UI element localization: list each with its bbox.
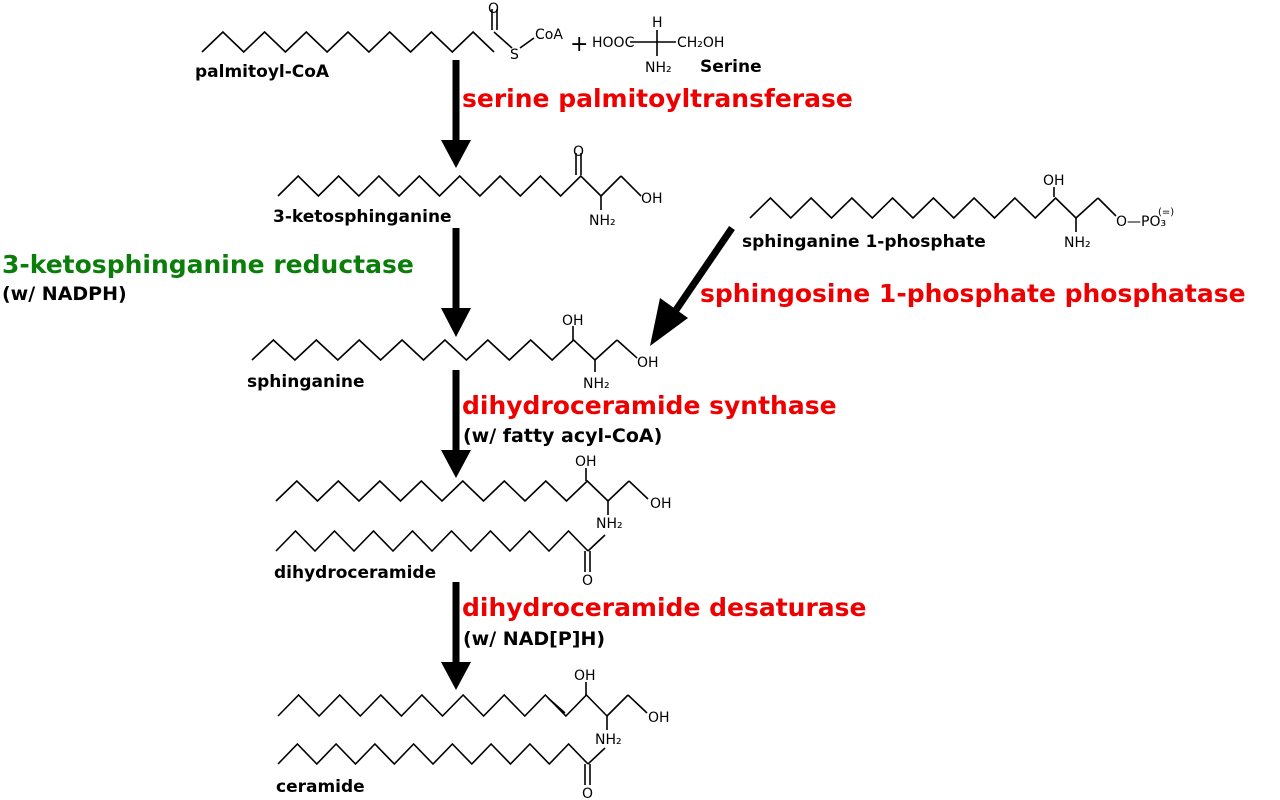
atom-oh-end: OH — [648, 710, 670, 726]
dhc-ch2-bond — [607, 480, 630, 502]
enzyme-3-ketosphinganine-reductase: 3-ketosphinganine reductase — [2, 250, 414, 279]
sphinganine-oh-end-bond — [616, 339, 638, 359]
molecule-name-ceramide: ceramide — [276, 777, 365, 797]
molecule-name-dihydroceramide: dihydroceramide — [274, 563, 436, 583]
molecule-palmitoyl-coa: O S CoA palmitoyl-CoA — [195, 1, 563, 82]
cofactor-nadph-desaturase: (w/ NAD[P]H) — [463, 628, 605, 650]
ceramide-trans-double-bond — [547, 697, 566, 714]
sphinganine-ch2-bond — [594, 339, 618, 361]
reaction-arrow-des — [441, 582, 471, 690]
reaction-arrow-ksr — [441, 228, 471, 337]
atom-hooc: HOOC — [592, 35, 635, 51]
molecule-dihydroceramide: OH OH NH₂ O dihydroceramide — [274, 454, 672, 589]
dhc-oh-end-bond — [628, 480, 649, 500]
molecule-name-3-ketosphinganine: 3-ketosphinganine — [273, 207, 452, 227]
atom-oh-end: OH — [650, 496, 672, 512]
palmitoyl-chain-bonds — [201, 30, 495, 54]
atom-oh-end: OH — [637, 355, 659, 371]
reaction-arrow-s1pp — [650, 226, 735, 346]
atom-oh-top: OH — [575, 454, 597, 470]
molecule-sphinganine: OH OH NH₂ sphinganine — [247, 313, 659, 392]
molecule-sphinganine-1-phosphate: OH NH₂ O—PO₃ (=) sphinganine 1-phosphate — [742, 173, 1174, 252]
cofactor-fatty-acyl-coa: (w/ fatty acyl-CoA) — [463, 425, 662, 447]
atom-oh: OH — [1043, 173, 1065, 189]
atom-o: O — [582, 786, 593, 800]
enzyme-serine-palmitoyltransferase: serine palmitoyltransferase — [462, 84, 853, 113]
keto-ch2-bond — [600, 175, 622, 197]
dihydroceramide-sphingoid-chain-bonds — [275, 479, 609, 503]
molecule-serine: HOOC H CH₂OH NH₂ Serine — [592, 15, 762, 77]
atom-oh-top: OH — [574, 668, 596, 684]
molecule-name-sphinganine-1-phosphate: sphinganine 1-phosphate — [742, 232, 986, 252]
molecule-name-palmitoyl-coa: palmitoyl-CoA — [195, 62, 330, 82]
reaction-arrow-spt — [441, 60, 471, 168]
molecule-ceramide: OH OH NH₂ O ceramide — [276, 668, 670, 800]
keto-oh-bond — [620, 175, 642, 197]
enzyme-dihydroceramide-desaturase: dihydroceramide desaturase — [462, 593, 867, 622]
thioester-bond — [493, 31, 513, 49]
sphinganine-chain-bonds — [251, 338, 596, 362]
cofactor-nadph: (w/ NADPH) — [2, 283, 127, 305]
dihydroceramide-acyl-chain-bonds — [275, 529, 589, 553]
enzyme-sphingosine-1-phosphate-phosphatase: sphingosine 1-phosphate phosphatase — [700, 279, 1246, 308]
s-coa-bond — [519, 37, 535, 49]
s1p-ch2-bond — [1075, 197, 1099, 219]
ketosphinganine-chain-bonds — [277, 174, 602, 198]
atom-nh2: NH₂ — [1064, 235, 1091, 251]
atom-s: S — [510, 47, 519, 63]
plus-sign: + — [570, 32, 588, 57]
atom-oh-top: OH — [562, 313, 584, 329]
atom-nh2: NH₂ — [583, 376, 610, 392]
atom-opo3: O—PO₃ — [1116, 214, 1166, 230]
atom-o: O — [573, 144, 584, 160]
atom-nh2: NH₂ — [595, 732, 622, 748]
atom-coa: CoA — [535, 27, 563, 43]
atom-oh: OH — [641, 191, 663, 207]
atom-nh2: NH₂ — [589, 213, 616, 229]
atom-nh2: NH₂ — [645, 60, 672, 76]
dhc-amide-bond — [587, 534, 606, 552]
atom-nh2: NH₂ — [596, 516, 623, 532]
cer-oh-end-bond — [627, 694, 648, 714]
atom-h: H — [652, 15, 663, 31]
molecule-3-ketosphinganine: O OH NH₂ 3-ketosphinganine — [273, 144, 663, 229]
atom-o: O — [582, 573, 593, 589]
molecule-name-sphinganine: sphinganine — [247, 372, 365, 392]
enzyme-dihydroceramide-synthase: dihydroceramide synthase — [462, 391, 837, 420]
atom-charge: (=) — [1158, 207, 1174, 218]
atom-o: O — [488, 1, 499, 17]
cer-amide-bond — [587, 747, 606, 765]
s1p-chain-bonds — [749, 196, 1077, 220]
cer-ch2-bond — [606, 694, 629, 717]
atom-ch2oh: CH₂OH — [677, 35, 724, 51]
molecule-name-serine: Serine — [700, 57, 762, 77]
s1p-o-bond — [1097, 197, 1117, 217]
reaction-arrow-cers — [441, 370, 471, 478]
ceramide-acyl-chain-bonds — [277, 742, 589, 766]
